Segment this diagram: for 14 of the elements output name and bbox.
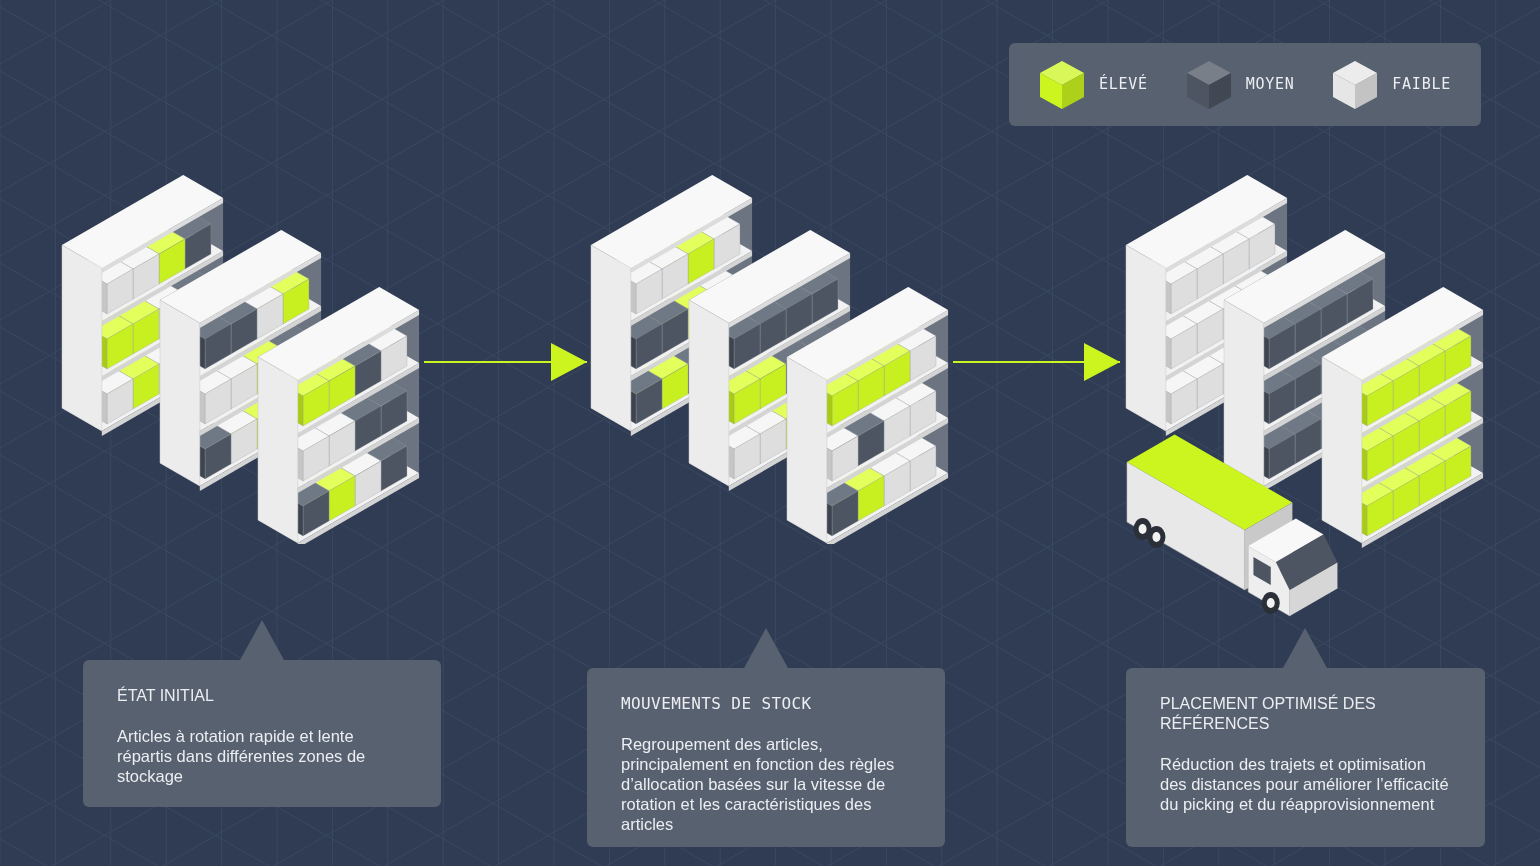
- description-card: [1126, 668, 1485, 847]
- card-description: Articles à rotation rapide et lente répartis dans différentes zones de stockage: [117, 726, 367, 786]
- arrow: [423, 343, 588, 381]
- arrow: [952, 343, 1121, 381]
- legend-label: MOYEN: [1245, 74, 1295, 96]
- card-description: Regroupement des articles, principalement en fonction des règles d’allocation basées sur la vitesse de rotation et les caractéristiques des articles: [621, 734, 896, 834]
- description-card: [83, 660, 441, 807]
- card-title: MOUVEMENTS DE STOCK: [621, 694, 813, 714]
- legend-label: FAIBLE: [1392, 74, 1451, 96]
- card-description: Réduction des trajets et optimisation des distances pour améliorer l’efficacité du picking et du réapprovisionnement: [1160, 754, 1450, 814]
- description-card: [587, 668, 945, 847]
- legend-label: ÉLEVÉ: [1099, 73, 1148, 96]
- card-title: PLACEMENT OPTIMISÉ DES RÉFÉRENCES: [1160, 694, 1377, 734]
- card-title: ÉTAT INITIAL: [117, 686, 215, 706]
